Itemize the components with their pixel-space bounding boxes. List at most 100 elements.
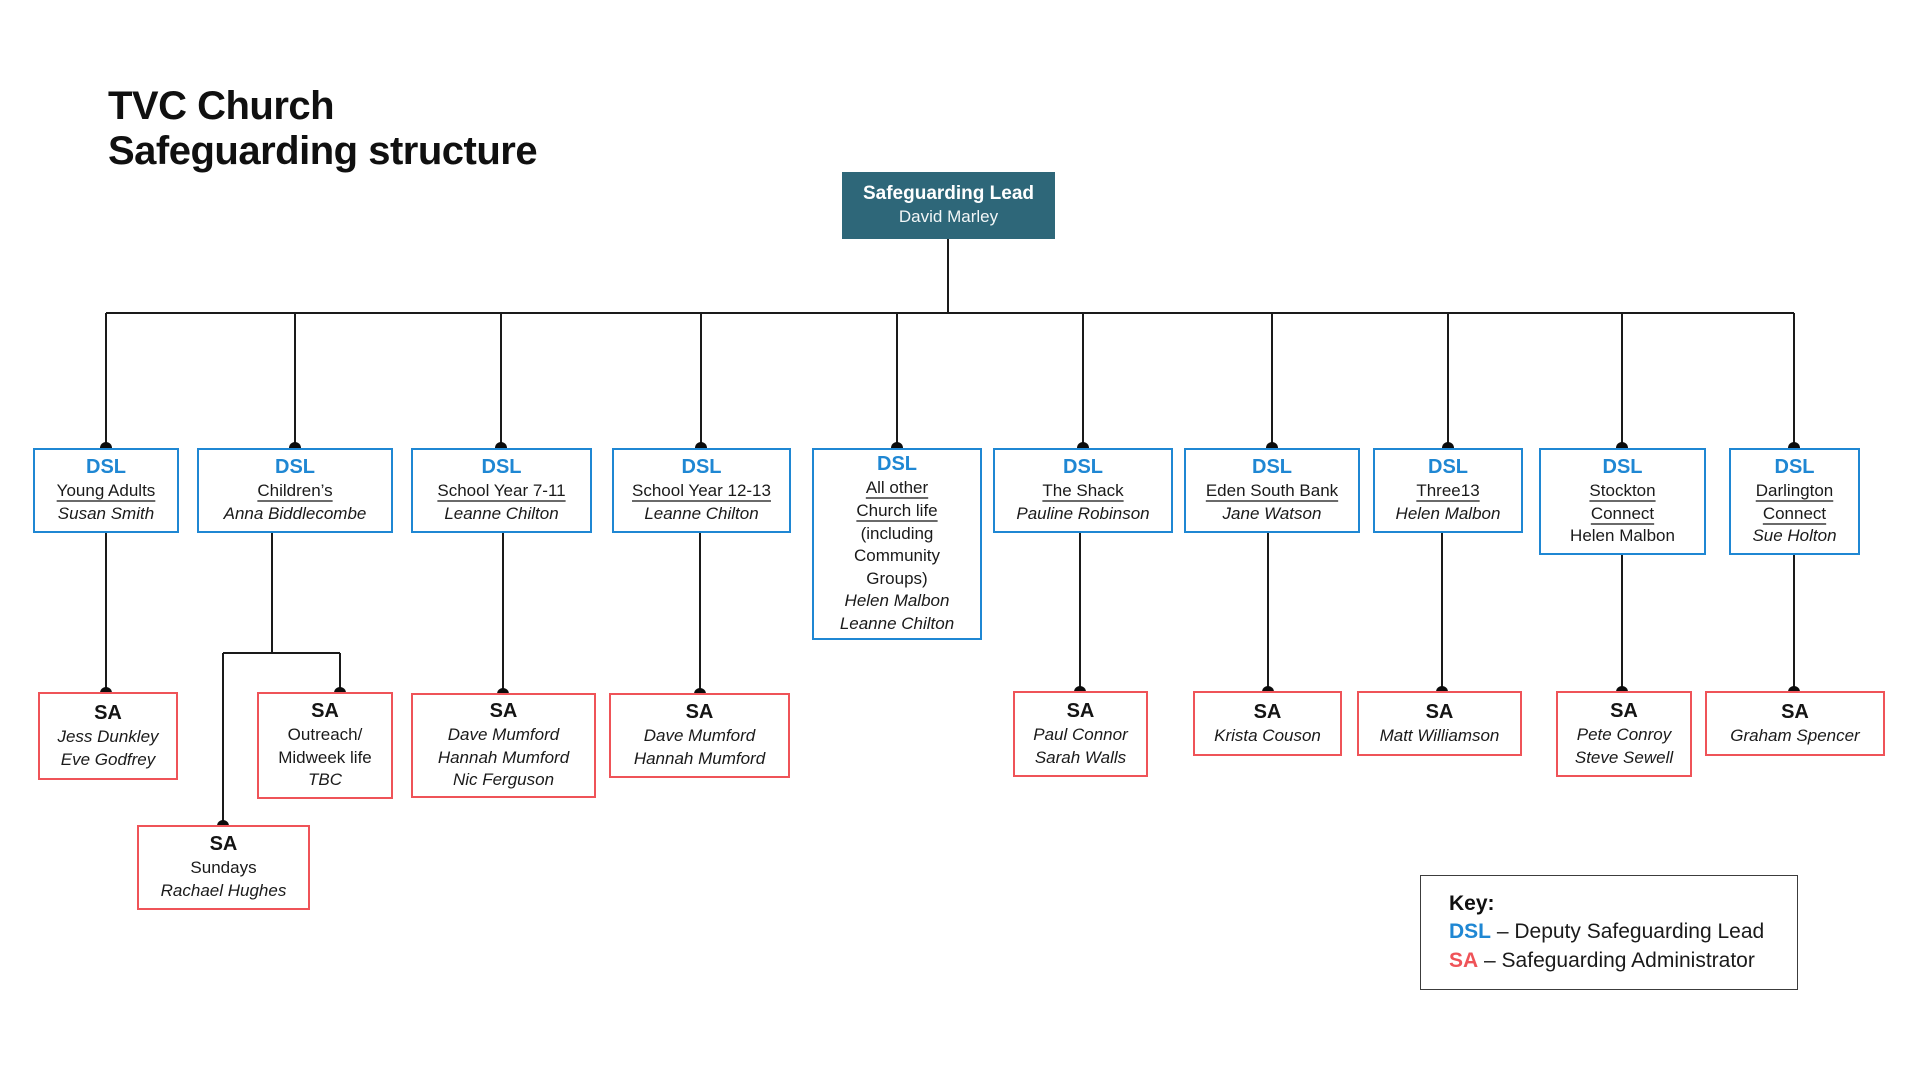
- page-title-line2: Safeguarding structure: [108, 129, 538, 174]
- key-dsl-text: – Deputy Safeguarding Lead: [1496, 920, 1765, 944]
- dsl-box-young-adults: DSL Young Adults Susan Smith: [33, 448, 179, 533]
- dsl-box-eden-south-bank: DSL Eden South Bank Jane Watson: [1184, 448, 1360, 533]
- ministry-label-line1: Darlington: [1755, 481, 1834, 501]
- dsl-box-three13: DSL Three13 Helen Malbon: [1373, 448, 1523, 533]
- ministry-label-line2: Church life: [856, 500, 938, 520]
- person-name-2: Leanne Chilton: [839, 614, 955, 634]
- ministry-label: School Year 7-11: [437, 481, 566, 501]
- ministry-note-line1: (including: [860, 523, 934, 543]
- person-name: TBC: [308, 770, 342, 790]
- sa-box-eden-south-bank: SA Krista Couson: [1193, 691, 1342, 756]
- person-name-1: Jess Dunkley: [57, 726, 159, 746]
- ministry-label: Children’s: [257, 481, 333, 501]
- sa-box-outreach-midweek: SA Outreach/ Midweek life TBC: [257, 692, 393, 799]
- key-sa-row: SA – Safeguarding Administrator: [1449, 947, 1797, 975]
- sa-box-young-adults: SA Jess Dunkley Eve Godfrey: [38, 692, 178, 780]
- ministry-label: Sundays: [190, 858, 257, 878]
- role-label: SA: [311, 700, 339, 723]
- person-name: Susan Smith: [57, 504, 155, 523]
- person-name-1: Paul Connor: [1033, 724, 1128, 744]
- role-label: SA: [1610, 699, 1638, 722]
- person-name-1: Dave Mumford: [447, 725, 560, 745]
- lead-role-label: Safeguarding Lead: [862, 183, 1035, 205]
- person-name-2: Hannah Mumford: [437, 747, 570, 767]
- person-name: Helen Malbon: [1395, 504, 1501, 523]
- role-label: SA: [1425, 700, 1454, 723]
- dsl-box-the-shack: DSL The Shack Pauline Robinson: [993, 448, 1173, 533]
- role-label: DSL: [1774, 456, 1815, 479]
- ministry-label: The Shack: [1042, 481, 1124, 501]
- role-label: SA: [489, 700, 518, 723]
- dsl-box-stockton-connect: DSL Stockton Connect Helen Malbon: [1539, 448, 1706, 555]
- person-name-2: Sarah Walls: [1034, 747, 1127, 767]
- role-label: DSL: [275, 456, 315, 479]
- role-label: SA: [1253, 700, 1282, 723]
- person-name: Sue Holton: [1752, 526, 1837, 546]
- person-name: Leanne Chilton: [444, 504, 559, 523]
- sa-box-sundays: SA Sundays Rachael Hughes: [137, 825, 310, 910]
- person-name: Krista Couson: [1214, 725, 1321, 745]
- sa-box-school-year-12-13: SA Dave Mumford Hannah Mumford: [609, 693, 790, 778]
- role-label: SA: [685, 701, 714, 724]
- role-label: DSL: [86, 456, 126, 479]
- safeguarding-lead-box: Safeguarding Lead David Marley: [842, 172, 1055, 239]
- ministry-label: Three13: [1416, 481, 1480, 501]
- ministry-label-line1: Outreach/: [287, 725, 363, 745]
- person-name: Pauline Robinson: [1016, 504, 1150, 523]
- ministry-label-line2: Connect: [1762, 503, 1827, 523]
- role-label: DSL: [1602, 456, 1643, 479]
- role-label: DSL: [1428, 456, 1468, 479]
- ministry-label: Eden South Bank: [1205, 481, 1339, 501]
- person-name: Helen Malbon: [1570, 526, 1675, 546]
- sa-box-stockton-connect: SA Pete Conroy Steve Sewell: [1556, 691, 1692, 777]
- role-label: DSL: [481, 456, 522, 479]
- legend-key-box: Key: DSL – Deputy Safeguarding Lead SA –…: [1420, 875, 1798, 990]
- dsl-box-school-year-12-13: DSL School Year 12-13 Leanne Chilton: [612, 448, 791, 533]
- role-label: DSL: [681, 456, 722, 479]
- person-name: Leanne Chilton: [644, 504, 759, 523]
- ministry-note-line2: Community: [854, 546, 940, 566]
- sa-box-school-year-7-11: SA Dave Mumford Hannah Mumford Nic Fergu…: [411, 693, 596, 798]
- person-name-2: Hannah Mumford: [633, 749, 766, 768]
- dsl-box-all-other-church-life: DSL All other Church life (including Com…: [812, 448, 982, 640]
- role-label: DSL: [1063, 456, 1103, 479]
- role-label: SA: [94, 701, 122, 724]
- ministry-note-line3: Groups): [866, 568, 928, 588]
- sa-box-darlington-connect: SA Graham Spencer: [1705, 691, 1885, 756]
- person-name: Rachael Hughes: [160, 881, 287, 900]
- ministry-label-line2: Midweek life: [278, 747, 372, 767]
- key-dsl-abbr: DSL: [1449, 920, 1491, 944]
- ministry-label-line2: Connect: [1590, 503, 1655, 523]
- person-name: Jane Watson: [1222, 504, 1322, 523]
- person-name: Anna Biddlecombe: [223, 504, 367, 523]
- page-title: TVC Church Safeguarding structure: [108, 84, 538, 174]
- key-sa-text: – Safeguarding Administrator: [1484, 948, 1755, 972]
- key-sa-abbr: SA: [1449, 948, 1479, 972]
- ministry-label: Young Adults: [56, 481, 156, 501]
- person-name: Graham Spencer: [1730, 725, 1860, 745]
- sa-box-the-shack: SA Paul Connor Sarah Walls: [1013, 691, 1148, 777]
- person-name: Matt Williamson: [1379, 725, 1500, 745]
- person-name-3: Nic Ferguson: [452, 770, 555, 790]
- key-heading: Key:: [1449, 891, 1495, 915]
- person-name-1: Dave Mumford: [643, 726, 756, 746]
- ministry-label: School Year 12-13: [632, 481, 771, 501]
- role-label: DSL: [877, 453, 917, 476]
- role-label: SA: [1781, 700, 1809, 723]
- person-name-2: Eve Godfrey: [60, 749, 156, 769]
- person-name-1: Pete Conroy: [1576, 724, 1672, 744]
- ministry-label-line1: Stockton: [1589, 481, 1656, 501]
- role-label: SA: [209, 833, 238, 856]
- sa-box-three13: SA Matt Williamson: [1357, 691, 1522, 756]
- key-dsl-row: DSL – Deputy Safeguarding Lead: [1449, 918, 1797, 946]
- page-title-line1: TVC Church: [108, 84, 335, 128]
- person-name-1: Helen Malbon: [844, 591, 950, 611]
- person-name-2: Steve Sewell: [1574, 747, 1674, 767]
- role-label: DSL: [1252, 456, 1292, 479]
- lead-person-name: David Marley: [898, 207, 999, 227]
- dsl-box-childrens: DSL Children’s Anna Biddlecombe: [197, 448, 393, 533]
- dsl-box-school-year-7-11: DSL School Year 7-11 Leanne Chilton: [411, 448, 592, 533]
- role-label: SA: [1066, 699, 1095, 722]
- dsl-box-darlington-connect: DSL Darlington Connect Sue Holton: [1729, 448, 1860, 555]
